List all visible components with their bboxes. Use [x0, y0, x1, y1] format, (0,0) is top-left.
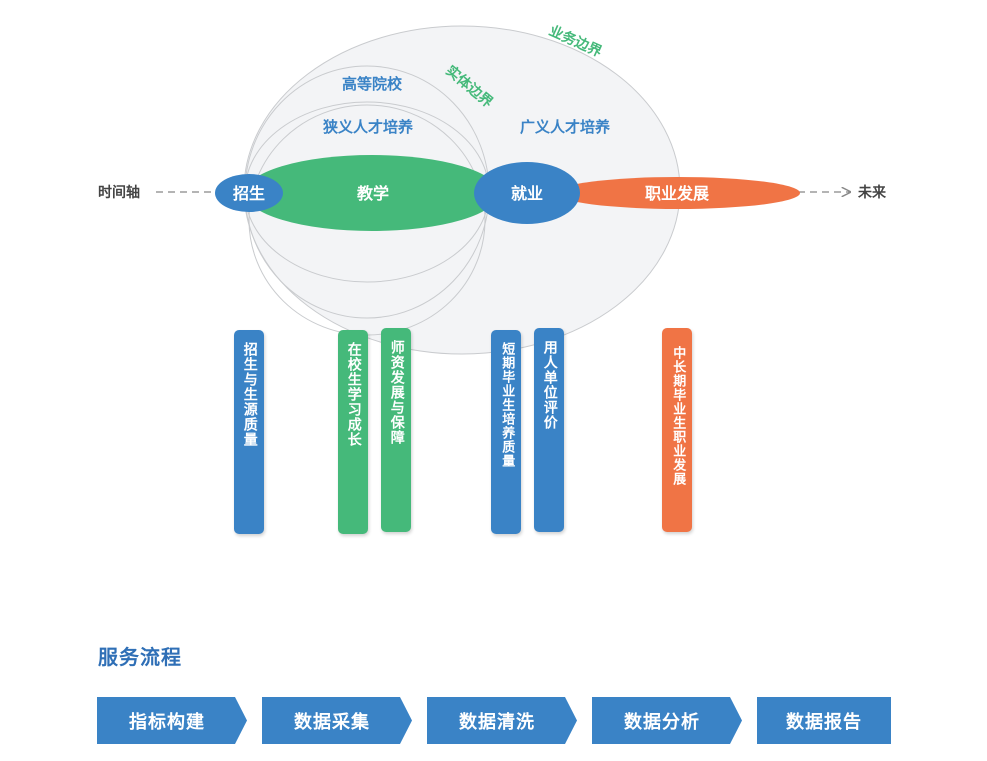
process-step-data-analysis: 数据分析	[592, 697, 742, 744]
service-process-title: 服务流程	[98, 645, 182, 669]
process-step-data-cleaning: 数据清洗	[427, 697, 577, 744]
bar-enrollment-quality: 招生与生源质量	[234, 330, 264, 534]
broad-cultivation-label: 广义人才培养	[520, 118, 611, 136]
process-step-indicator-building: 指标构建	[97, 697, 247, 744]
teaching-label: 教学	[357, 184, 389, 203]
teaching-ellipse	[245, 155, 499, 231]
process-step-data-report: 数据报告	[757, 697, 891, 744]
employment-ellipse	[474, 162, 580, 224]
process-step-data-collection: 数据采集	[262, 697, 412, 744]
bar-student-growth: 在校生学习成长	[338, 330, 368, 534]
bar-employer-evaluation: 用人单位评价	[534, 328, 564, 532]
enrollment-label: 招生	[233, 184, 265, 203]
career-label: 职业发展	[645, 184, 710, 203]
career-ellipse	[556, 177, 800, 209]
future-label: 未来	[858, 184, 887, 201]
bar-short-term-graduate-quality: 短期毕业生培养质量	[491, 330, 521, 534]
employment-label: 就业	[511, 184, 543, 203]
bar-long-term-career: 中长期毕业生职业发展	[662, 328, 692, 532]
bar-faculty-development: 师资发展与保障	[381, 328, 411, 532]
university-label: 高等院校	[342, 75, 403, 93]
timeline-label: 时间轴	[98, 184, 140, 201]
narrow-cultivation-label: 狭义人才培养	[322, 118, 414, 136]
enrollment-ellipse	[215, 174, 283, 212]
